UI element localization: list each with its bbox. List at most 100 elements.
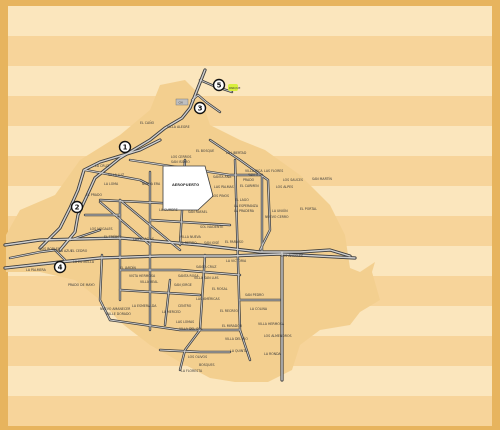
neighborhood-label-el-retiro: EL RETIRO: [180, 241, 197, 245]
neighborhood-label-san-martin: SAN MARTÍN: [312, 176, 332, 181]
neighborhood-label-nuevo-cerro: NUEVO CERRO: [265, 215, 289, 219]
neighborhood-label-san-rafael: SAN RAFAEL: [188, 210, 208, 214]
neighborhood-label-el-portal: EL PORTAL: [300, 207, 317, 211]
neighborhood-label-los-alpes: LOS ALPES: [276, 185, 293, 189]
road-sign: [175, 98, 189, 106]
park-label: PARQUE: [229, 86, 241, 90]
neighborhood-label-los-sauces: LOS SAUCES: [283, 178, 303, 182]
neighborhood-label-vista-hermosa: VISTA HERMOSA: [129, 274, 156, 278]
neighborhood-label-santa-cruz: SANTA CRUZ: [196, 265, 217, 269]
road: [159, 349, 231, 353]
neighborhood-label-valle-dorado: VALLE DORADO: [106, 312, 131, 316]
neighborhood-label-villa-del-sol: VILLA DEL SOL: [179, 327, 203, 331]
neighborhood-label-san-jorge: SAN JORGE: [174, 283, 192, 287]
neighborhood-label-villa-azul: VILLA AZUL: [54, 249, 73, 253]
neighborhood-label-los-cerros: LOS CERROS: [171, 155, 191, 159]
neighborhood-label-el-trebol: EL TRÉBOL: [104, 234, 122, 239]
urban-area: [6, 80, 380, 382]
neighborhood-label-la-cruz: LA CRUZ: [95, 164, 110, 168]
road: [119, 199, 181, 251]
neighborhood-label-la-pradera: LA PRADERA: [234, 209, 255, 213]
numbered-markers: 1 2 3 4 5: [53, 78, 226, 274]
neighborhood-label-villa-san-luis: VILLA SAN LUIS: [194, 276, 219, 280]
neighborhood-label-el-carmen: EL CARMEN: [240, 184, 259, 188]
road: [129, 159, 261, 176]
neighborhood-label-san-isidro: SAN ISIDRO: [171, 160, 190, 164]
marker-4: 4: [53, 260, 67, 274]
marker-circle: [53, 260, 67, 274]
neighborhood-label-el-lago: EL LAGO: [235, 198, 249, 202]
neighborhood-label-los-olivos: LOS OLIVOS: [188, 355, 207, 359]
road: [4, 237, 351, 257]
neighborhood-label-los-pinos: LOS PINOS: [212, 194, 229, 198]
neighborhood-label-villa-real: VILLA REAL: [140, 280, 158, 284]
stripe: [8, 96, 492, 126]
road: [84, 169, 151, 186]
road: [209, 139, 271, 251]
neighborhood-label-la-esmeralda: LA ESMERALDA: [132, 304, 157, 308]
neighborhood-label-la-estrella: LA ESTRELLA: [73, 260, 95, 264]
marker-2: 2: [70, 200, 84, 214]
road: [59, 69, 206, 251]
neighborhood-label-santa-ana: SANTA ANA: [213, 175, 232, 179]
neighborhood-label-san-pedro: SAN PEDRO: [245, 293, 264, 297]
neighborhood-label-los-robles: LOS ROBLES: [40, 247, 60, 251]
marker-number: 5: [217, 82, 222, 90]
marker-number: 3: [198, 105, 203, 113]
road: [179, 254, 206, 371]
neighborhood-label-la-floresta: LA FLORESTA: [181, 369, 203, 373]
neighborhood-label-los-almendros: LOS ALMENDROS: [264, 334, 292, 338]
stripe: [8, 36, 492, 66]
road: [149, 219, 231, 226]
neighborhood-label-san-jose: SAN JOSÉ: [204, 240, 219, 245]
marker-3: 3: [193, 101, 207, 115]
neighborhood-label-las-americas: LAS AMÉRICAS: [196, 296, 220, 301]
neighborhood-label-el-mirador: EL MIRADOR: [222, 324, 243, 328]
neighborhood-label-la-union: LA UNIÓN: [272, 208, 288, 213]
neighborhood-label-nuevo-amanecer: NUEVO AMANECER: [100, 307, 131, 311]
neighborhood-label-la-quinta: LA QUINTA: [230, 349, 248, 353]
road: [9, 249, 66, 261]
neighborhood-label-los-angeles: LOS ÁNGELES: [281, 253, 303, 258]
neighborhood-label-las-flores: LAS FLORES: [264, 169, 283, 173]
neighborhood-label-el-cano: EL CAÑO: [140, 120, 155, 125]
road: [99, 254, 111, 321]
neighborhood-label-villa-alegre: VILLA ALEGRE: [167, 125, 190, 129]
neighborhood-label-la-loma: LA LOMA: [104, 182, 119, 186]
marker-number: 4: [58, 264, 63, 272]
neighborhood-label-la-merced: LA MERCED: [162, 310, 181, 314]
neighborhood-label-villa-hermosa: VILLA HERMOSA: [258, 322, 285, 326]
neighborhood-label-villa-del-rio: VILLA DEL RÍO: [225, 336, 248, 341]
neighborhood-label-el-cedro: EL CEDRO: [71, 249, 88, 253]
marker-5: 5: [212, 78, 226, 92]
neighborhood-label-villa-luz: VILLA LUZ: [108, 173, 125, 177]
marker-number: 1: [123, 144, 128, 152]
neighborhood-label-santa-rosa: SANTA ROSA: [178, 274, 199, 278]
stripe: [8, 66, 492, 96]
neighborhood-label-el-recreo: EL RECREO: [220, 309, 238, 313]
neighborhood-label-centro: CENTRO: [178, 304, 192, 308]
neighborhood-label-la-colina: LA COLINA: [250, 307, 268, 311]
neighborhood-label-las-palmas: LAS PALMAS: [214, 185, 234, 189]
neighborhood-label-villa-nueva: VILLA NUEVA: [180, 235, 202, 239]
neighborhood-label-las-lomas: LAS LOMAS: [176, 320, 194, 324]
marker-number: 2: [75, 204, 80, 212]
neighborhood-label-prado-de-mayo: PRADO DE MAYO: [68, 283, 95, 287]
neighborhood-label-la-palmera: LA PALMERA: [26, 268, 47, 272]
neighborhood-label-la-libertad: LA LIBERTAD: [226, 151, 247, 155]
park-area: [228, 84, 238, 91]
road: [119, 269, 241, 276]
road: [191, 94, 221, 113]
neighborhood-label-las-acacias: LAS ACACIAS: [133, 237, 154, 241]
road: [119, 289, 201, 296]
road-sign-label: CN: [179, 100, 183, 104]
neighborhood-label-bosques: BOSQUES: [199, 363, 215, 367]
marker-circle: [70, 200, 84, 214]
neighborhood-label-la-victoria: LA VICTORIA: [226, 259, 247, 263]
marker-circle: [118, 140, 132, 154]
neighborhood-label-aeropuerto: AEROPUERTO: [172, 183, 199, 187]
neighborhood-label-nueva-era: NUEVA ERA: [142, 182, 161, 186]
neighborhood-label-el-paraiso: EL PARAÍSO: [225, 239, 244, 244]
stripe: [8, 6, 492, 36]
